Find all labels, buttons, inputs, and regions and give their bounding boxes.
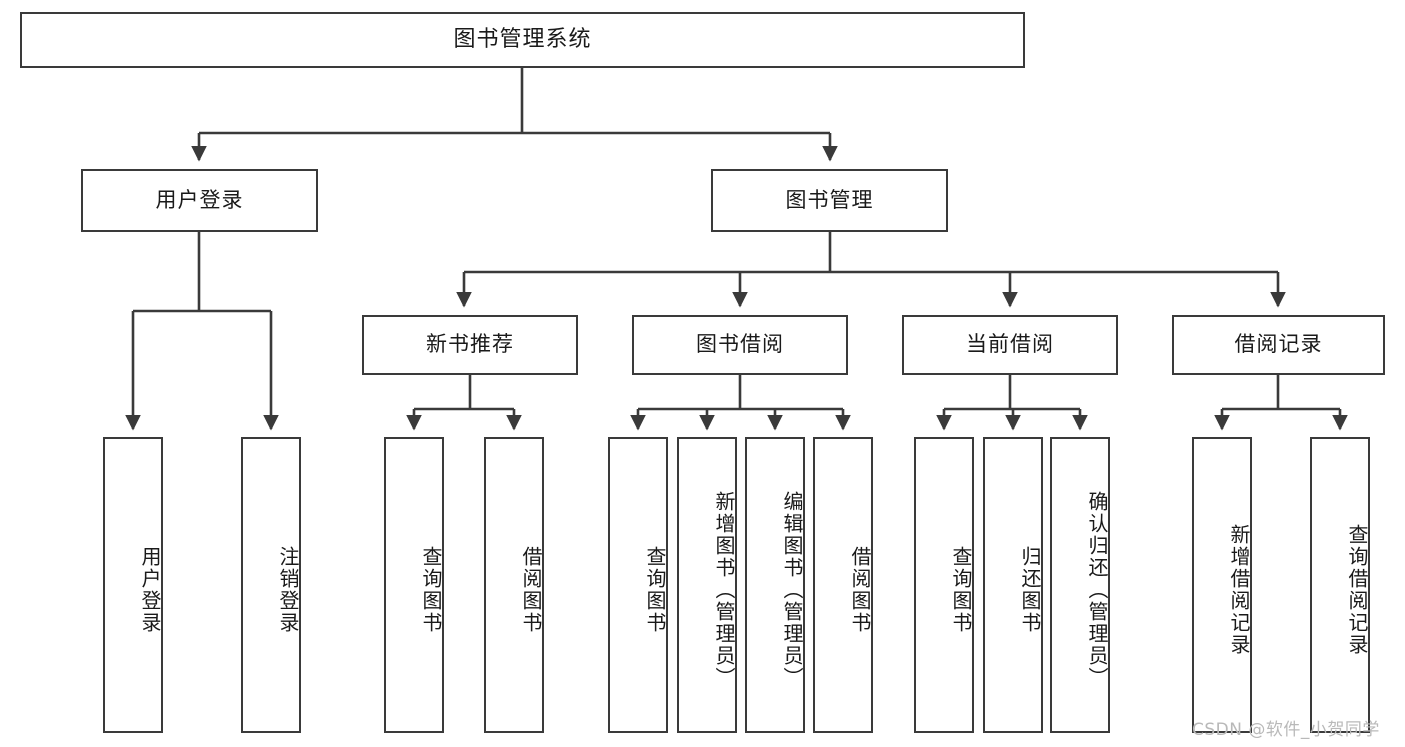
- node-label: 图书借阅: [696, 332, 784, 357]
- node-new-book-recommend[interactable]: 新书推荐: [362, 315, 578, 375]
- leaf-current-borrow-return[interactable]: 归还图书: [983, 437, 1043, 733]
- leaf-current-borrow-confirm-return[interactable]: 确认归还（管理员）: [1050, 437, 1110, 733]
- leaf-book-borrow-edit[interactable]: 编辑图书（管理员）: [745, 437, 805, 733]
- node-label: 编辑图书（管理员）: [780, 491, 804, 689]
- leaf-user-login-logout[interactable]: 注销登录: [241, 437, 301, 733]
- node-label: 用户登录: [155, 187, 244, 212]
- node-label: 新增借阅记录: [1227, 524, 1251, 656]
- leaf-book-borrow-query[interactable]: 查询图书: [608, 437, 668, 733]
- leaf-borrow-record-add[interactable]: 新增借阅记录: [1192, 437, 1252, 733]
- leaf-book-borrow-borrow[interactable]: 借阅图书: [813, 437, 873, 733]
- node-book-borrow[interactable]: 图书借阅: [632, 315, 848, 375]
- node-label: 归还图书: [1018, 546, 1042, 634]
- node-current-borrow[interactable]: 当前借阅: [902, 315, 1118, 375]
- leaf-new-book-borrow[interactable]: 借阅图书: [484, 437, 544, 733]
- node-book-management[interactable]: 图书管理: [711, 169, 948, 232]
- leaf-book-borrow-add[interactable]: 新增图书（管理员）: [677, 437, 737, 733]
- watermark: CSDN @软件_小贺同学: [1192, 720, 1380, 740]
- node-label: 新增图书（管理员）: [712, 491, 736, 689]
- node-label: 图书管理系统: [453, 26, 592, 52]
- node-label: 查询图书: [643, 546, 667, 634]
- node-label: 查询图书: [419, 546, 443, 634]
- node-root-book-management-system[interactable]: 图书管理系统: [20, 12, 1025, 68]
- leaf-current-borrow-query[interactable]: 查询图书: [914, 437, 974, 733]
- node-label: 借阅图书: [848, 546, 872, 634]
- leaf-new-book-query[interactable]: 查询图书: [384, 437, 444, 733]
- node-label: 查询借阅记录: [1345, 524, 1369, 656]
- node-label: 借阅图书: [519, 546, 543, 634]
- node-label: 确认归还（管理员）: [1085, 491, 1109, 689]
- node-label: 新书推荐: [426, 332, 514, 357]
- node-label: 用户登录: [138, 546, 162, 634]
- node-borrow-record[interactable]: 借阅记录: [1172, 315, 1385, 375]
- node-label: 当前借阅: [966, 332, 1054, 357]
- node-label: 注销登录: [276, 546, 300, 634]
- node-label: 图书管理: [785, 187, 874, 212]
- node-user-login[interactable]: 用户登录: [81, 169, 318, 232]
- node-label: 查询图书: [949, 546, 973, 634]
- leaf-borrow-record-query[interactable]: 查询借阅记录: [1310, 437, 1370, 733]
- node-label: 借阅记录: [1234, 332, 1323, 357]
- leaf-user-login-login[interactable]: 用户登录: [103, 437, 163, 733]
